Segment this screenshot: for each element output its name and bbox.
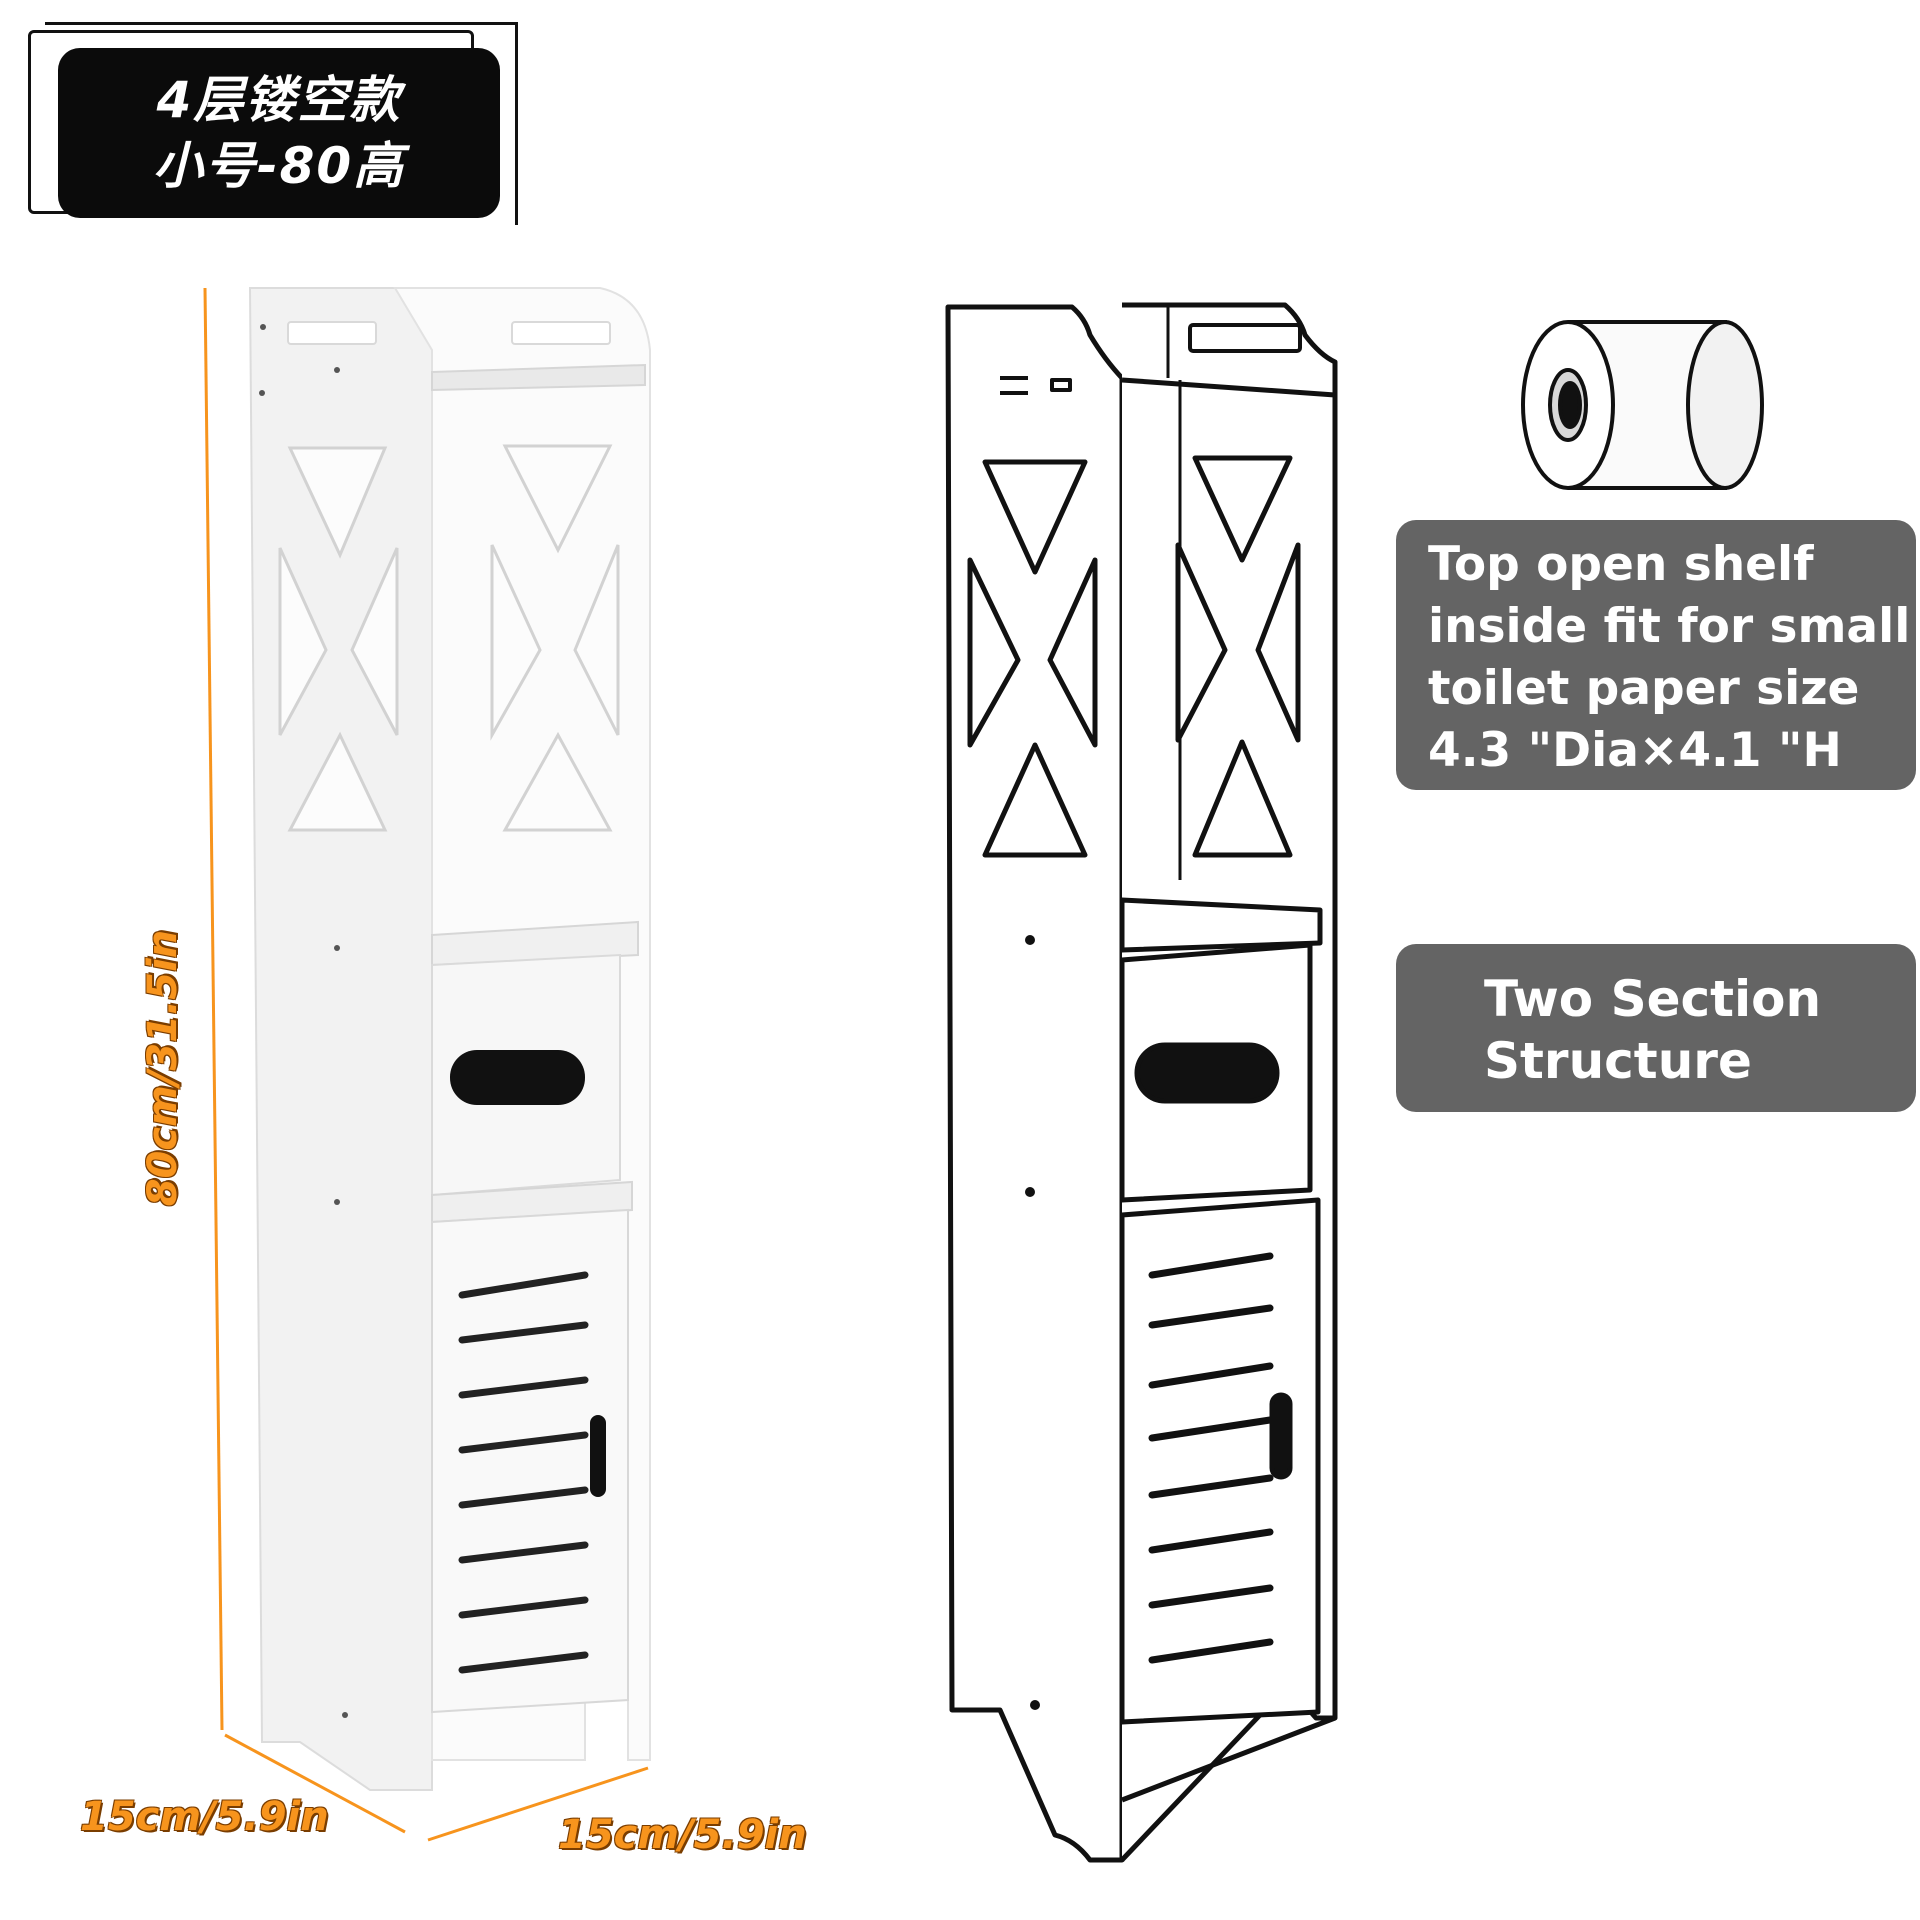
shelf-info-line-2: inside fit for small [1428,599,1911,654]
badge-line-1: 4层镂空款 [156,71,402,129]
badge-line-2: 小号-80高 [152,137,406,195]
cabinet-photo [248,287,651,1791]
shelf-info-line-4: 4.3 "Dia×4.1 "H [1428,723,1842,778]
dimension-lines [203,287,649,1842]
top-shelf-info-box: Top open shelf inside fit for small toil… [1396,520,1916,790]
structure-info-box: Two Section Structure [1396,944,1916,1112]
badge-outline-offset [45,22,518,225]
cabinet-line-drawing [945,302,1338,1863]
structure-info-line-2: Structure [1484,1032,1752,1090]
structure-info-line-1: Two Section [1484,970,1822,1028]
height-dimension-label: 80cm/31.5in [140,929,186,1207]
shelf-info-line-1: Top open shelf [1428,537,1814,592]
title-badge: 4层镂空款 小号-80高 [58,48,500,218]
shelf-info-line-3: toilet paper size [1428,661,1860,716]
toilet-paper-roll-icon [1521,320,1764,490]
width-dimension-label: 15cm/5.9in [558,1812,807,1858]
depth-dimension-label: 15cm/5.9in [80,1794,329,1840]
